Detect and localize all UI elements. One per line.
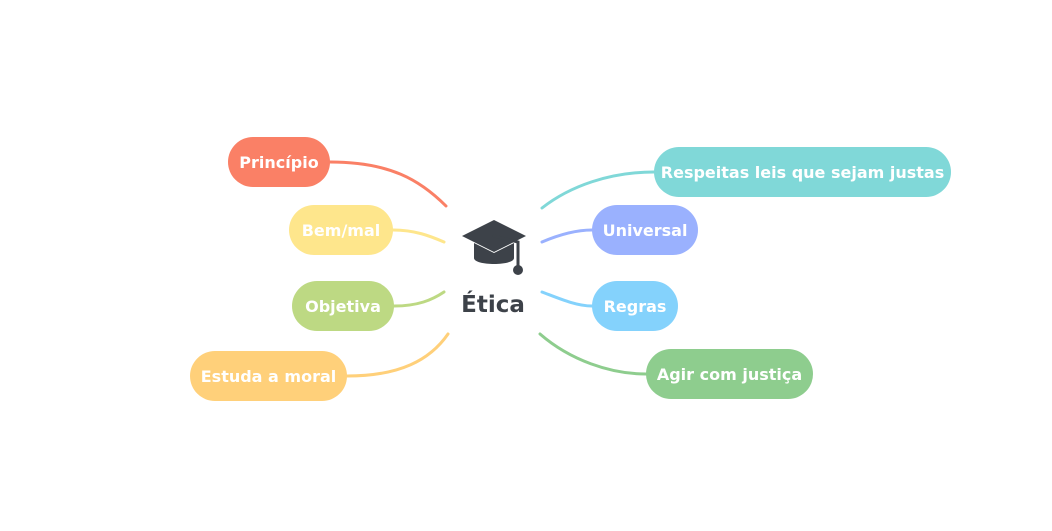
topic-agir-com-justica[interactable]: Agir com justiça: [646, 349, 813, 399]
connector-regras: [540, 290, 594, 308]
graduation-cap-icon: [462, 220, 526, 275]
connector-principio: [328, 160, 448, 208]
connector-estuda-a-moral: [345, 332, 450, 378]
connector-respeitas-leis: [540, 170, 656, 210]
topic-regras[interactable]: Regras: [592, 281, 678, 331]
topic-universal[interactable]: Universal: [592, 205, 698, 255]
topic-principio[interactable]: Princípio: [228, 137, 330, 187]
topic-estuda-a-moral[interactable]: Estuda a moral: [190, 351, 347, 401]
topic-bem-mal[interactable]: Bem/mal: [289, 205, 393, 255]
central-topic[interactable]: Ética: [461, 292, 525, 318]
topic-respeitas-leis[interactable]: Respeitas leis que sejam justas: [654, 147, 951, 197]
connector-universal: [540, 228, 594, 244]
connector-bem-mal: [391, 228, 446, 244]
connector-objetiva: [392, 290, 446, 308]
connector-agir-com-justica: [538, 332, 648, 376]
topic-objetiva[interactable]: Objetiva: [292, 281, 394, 331]
